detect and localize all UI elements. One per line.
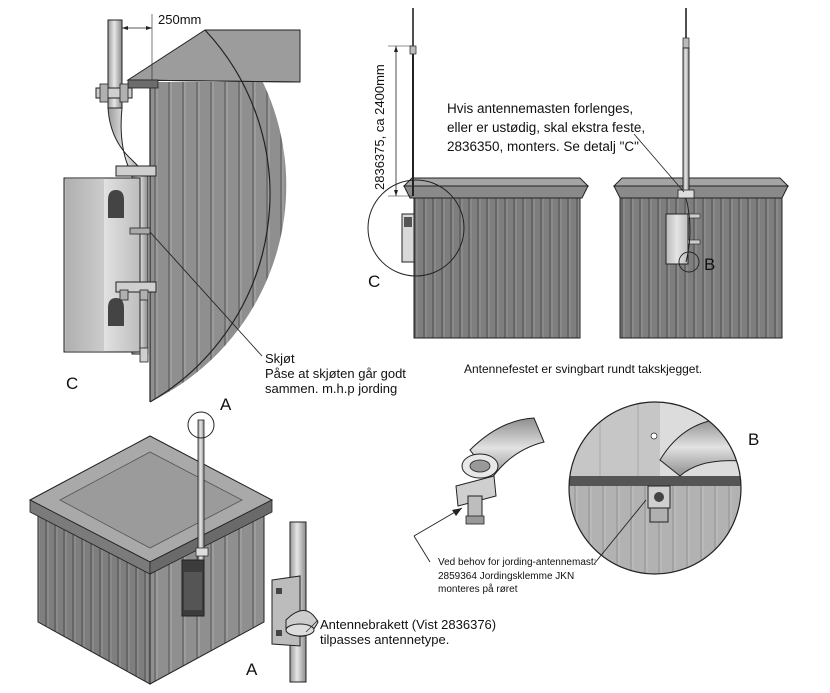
- grounding-note-line-1: Ved behov for jording-antennemast:: [438, 557, 597, 568]
- swivel-note: Antennefestet er svingbart rundt takskje…: [464, 362, 703, 376]
- extension-note-line-3: 2836350, monters. Se detalj "C": [447, 139, 639, 155]
- joint-note-line-2: Påse at skjøten går godt: [265, 365, 406, 381]
- extension-note: Hvis antennemasten forlenges, eller er u…: [447, 99, 645, 156]
- label-c-left: C: [66, 374, 79, 393]
- bracket-note-line-1: Antennebrakett (Vist 2836376): [320, 617, 497, 632]
- bracket-note: Antennebrakett (Vist 2836376) tilpasses …: [320, 617, 497, 648]
- house-with-detail-b: [612, 8, 790, 339]
- bracket-note-line-2: tilpasses antennetype.: [320, 631, 450, 647]
- label-c-right: C: [368, 272, 381, 291]
- grounding-note-line-3: monteres på røret: [438, 584, 518, 595]
- joint-note-line-3: sammen. m.h.p jording: [265, 380, 398, 396]
- label-b-detail: B: [748, 430, 760, 449]
- label-a-top: A: [220, 395, 232, 414]
- extension-note-line-1: Hvis antennemasten forlenges,: [447, 101, 634, 116]
- mast-height-dimension: 2836375, ca 2400mm: [372, 64, 387, 190]
- offset-dimension: 250mm: [158, 12, 202, 27]
- grounding-note: Ved behov for jording-antennemast: 28593…: [438, 556, 596, 597]
- house-perspective: [28, 411, 274, 685]
- grounding-note-line-2: 2859364 Jordingsklemme JKN: [438, 570, 575, 582]
- swivel-part: [413, 417, 545, 563]
- house-with-detail-c: [367, 8, 590, 339]
- joint-note-line-1: Skjøt: [265, 351, 295, 366]
- detail-b-circle: [568, 401, 742, 575]
- joint-note: Skjøt Påse at skjøten går godt sammen. m…: [265, 351, 406, 397]
- label-b-house: B: [704, 255, 716, 274]
- extension-note-line-2: eller er ustødig, skal ekstra feste,: [447, 120, 646, 136]
- label-a-bottom: A: [246, 660, 258, 679]
- antenna-bracket-detail: [271, 521, 319, 683]
